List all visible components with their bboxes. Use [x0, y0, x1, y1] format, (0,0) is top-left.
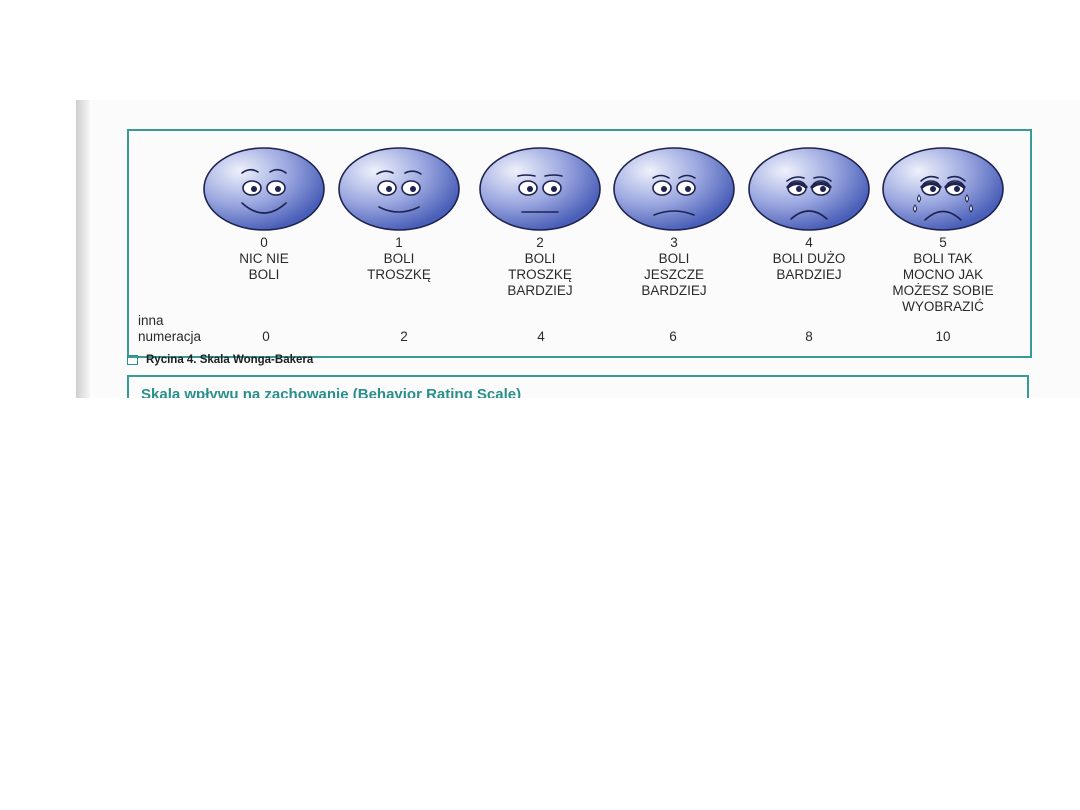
face-label-line: BOLI [248, 267, 280, 282]
alt-scale-label-line: inna [138, 313, 164, 328]
face-neutral-icon [478, 147, 602, 231]
face-index: 1 [395, 235, 403, 250]
face-label-line: BARDZIEJ [641, 283, 707, 298]
face-label-line: MOŻESZ SOBIE [892, 283, 994, 298]
face-label-line: JESZCZE [643, 267, 704, 282]
face-slight-smile-icon [337, 147, 461, 231]
face-label-line: TROSZKĘ [367, 267, 431, 282]
next-section-box: Skala wpływu na zachowanie (Behavior Rat… [127, 375, 1029, 398]
caption-square-icon [127, 355, 138, 365]
page-edge-shadow [76, 100, 90, 398]
alt-scale-value: 6 [669, 329, 677, 344]
face-index: 4 [805, 235, 813, 250]
alt-scale-value: 2 [400, 329, 408, 344]
alt-scale-label-line: numeracja [138, 329, 202, 344]
face-label-line: BOLI [524, 251, 556, 266]
alt-scale-value: 4 [537, 329, 545, 344]
face-crying-icon [881, 147, 1005, 231]
face-slight-frown-icon [612, 147, 736, 231]
face-label-line: WYOBRAZIĆ [902, 299, 984, 314]
caption-text: Rycina 4. Skala Wonga-Bakera [146, 354, 314, 366]
face-index: 5 [939, 235, 947, 250]
face-sad-icon [747, 147, 871, 231]
face-happy-icon [202, 147, 326, 231]
face-label-line: NIC NIE [239, 251, 289, 266]
face-label-line: BOLI DUŻO [772, 251, 846, 266]
alt-scale-value: 8 [805, 329, 813, 344]
face-label-line: BOLI [658, 251, 690, 266]
alt-scale-value: 10 [935, 329, 951, 344]
face-label-line: BARDZIEJ [507, 283, 573, 298]
alt-scale-value: 0 [262, 329, 270, 344]
next-section-title: Skala wpływu na zachowanie (Behavior Rat… [141, 386, 522, 398]
face-label-line: BOLI TAK [913, 251, 973, 266]
face-label-line: BARDZIEJ [776, 267, 842, 282]
face-label-line: TROSZKĘ [508, 267, 572, 282]
face-index: 0 [260, 235, 268, 250]
face-label-line: MOCNO JAK [902, 267, 984, 282]
alt-scale-label: inna numeracja [138, 313, 201, 345]
figure-caption: Rycina 4. Skala Wonga-Bakera [127, 354, 313, 366]
face-index: 3 [670, 235, 678, 250]
face-label-line: BOLI [383, 251, 415, 266]
face-index: 2 [536, 235, 544, 250]
